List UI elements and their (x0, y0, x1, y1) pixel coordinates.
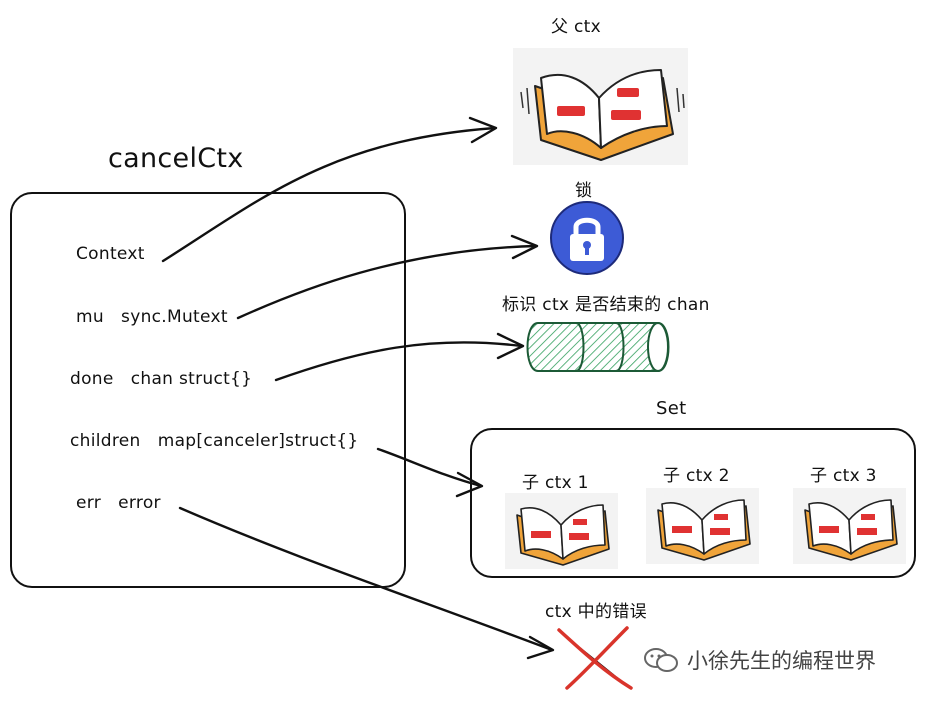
parent-ctx-label: 父 ctx (551, 17, 601, 37)
open-book-icon (516, 504, 610, 566)
set-label: Set (656, 398, 687, 419)
struct-box (10, 192, 406, 588)
parent-book-card (513, 48, 688, 165)
wechat-icon (644, 648, 678, 672)
chan-label: 标识 ctx 是否结束的 chan (502, 295, 710, 315)
open-book-icon (520, 69, 685, 161)
child-book-2 (646, 488, 759, 564)
open-book-icon (657, 499, 751, 561)
arrow-context-to-parent (161, 126, 497, 263)
arrow-mu-to-lock (236, 244, 537, 320)
arrowhead-set (455, 471, 484, 498)
child-book-3 (793, 488, 906, 564)
error-label: ctx 中的错误 (545, 602, 647, 622)
field-mu: mu sync.Mutext (76, 307, 228, 327)
child-ctx-3-label: 子 ctx 3 (810, 466, 877, 486)
arrow-done-to-chan (274, 341, 524, 382)
arrowhead-parent (468, 116, 498, 144)
field-err: err error (76, 493, 161, 513)
watermark-text: 小徐先生的编程世界 (687, 649, 876, 673)
field-done: done chan struct{} (70, 369, 253, 389)
struct-title: cancelCtx (108, 143, 244, 174)
open-book-icon (804, 499, 898, 561)
arrowhead-chan (496, 332, 525, 360)
child-ctx-1-label: 子 ctx 1 (522, 473, 589, 493)
arrowhead-error (526, 635, 555, 660)
watermark: 小徐先生的编程世界 (643, 645, 876, 675)
arrow-err-to-error (178, 506, 554, 652)
field-context: Context (76, 244, 145, 264)
field-children: children map[canceler]struct{} (70, 431, 359, 451)
child-book-1 (505, 493, 618, 569)
padlock-icon (550, 201, 624, 275)
child-ctx-2-label: 子 ctx 2 (663, 466, 730, 486)
arrow-children-to-set (376, 447, 483, 488)
channel-pipe-icon (526, 322, 670, 372)
red-x-icon (557, 626, 633, 690)
arrowhead-lock (510, 234, 539, 260)
lock-label: 锁 (575, 181, 593, 201)
set-box (470, 428, 916, 578)
